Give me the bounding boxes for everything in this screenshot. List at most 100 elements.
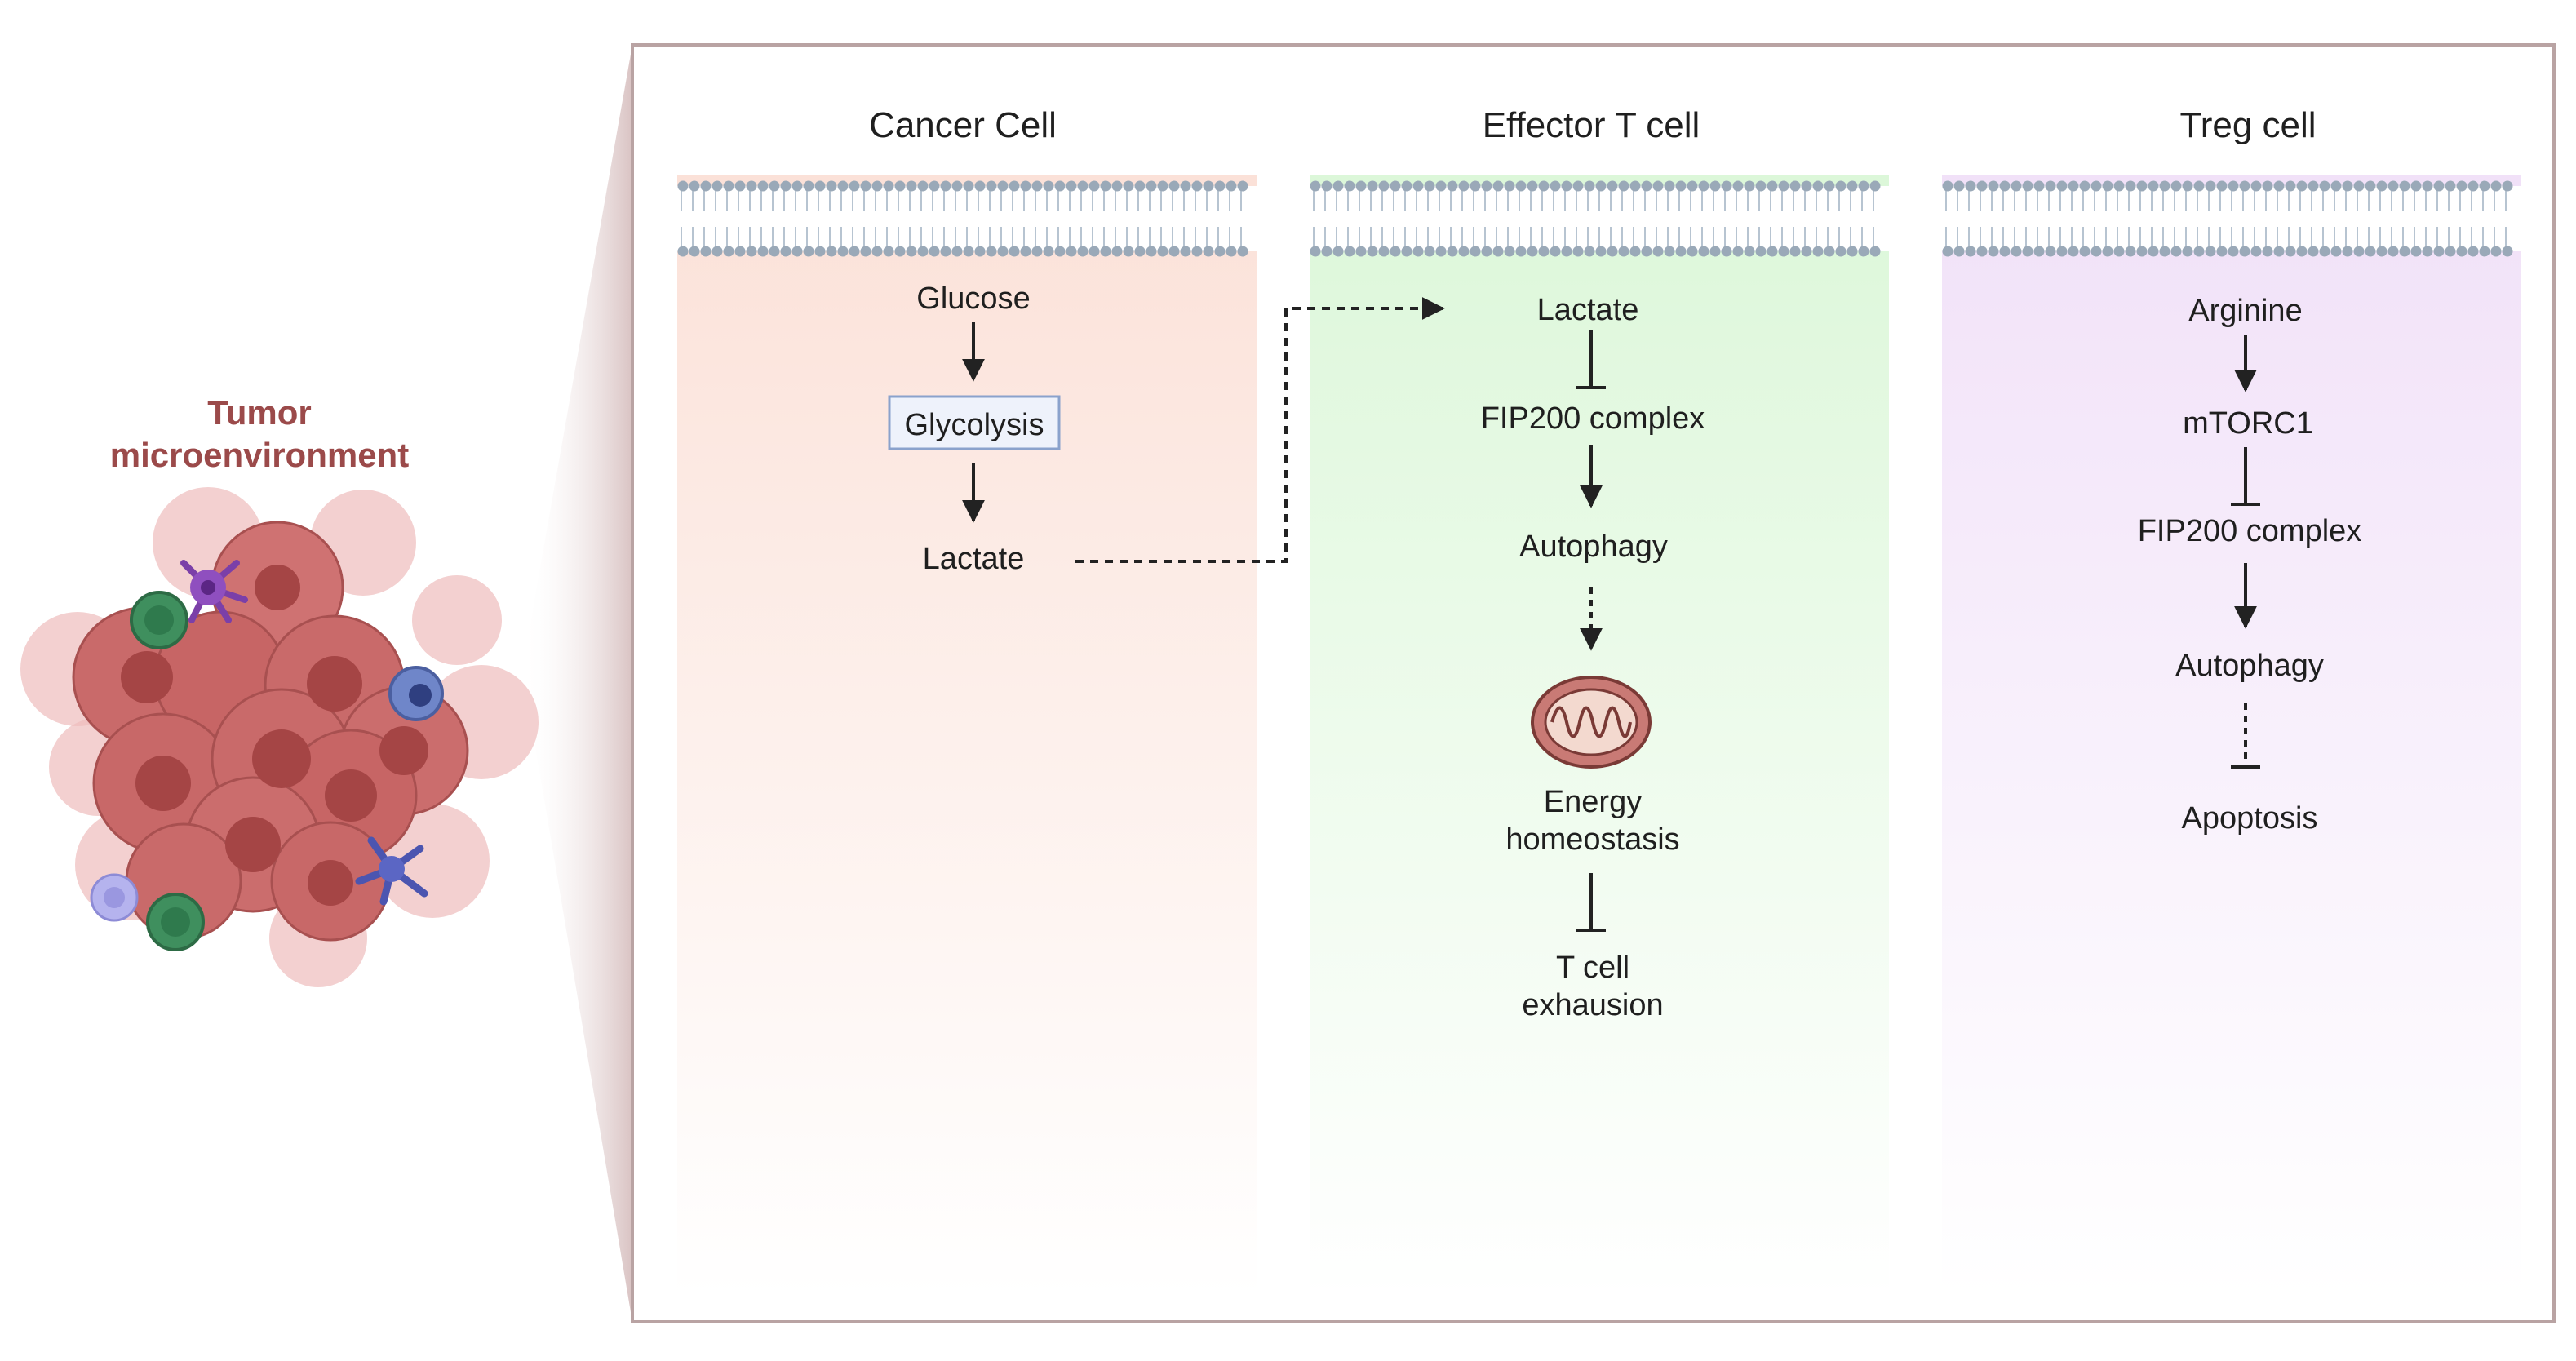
lipid-head — [1999, 180, 2011, 192]
arginine-label: Arginine — [2188, 294, 2302, 328]
lipid-head — [2342, 180, 2353, 192]
lipid-head — [1424, 180, 1435, 192]
lipid-head — [1214, 246, 1226, 257]
lipid-head — [1584, 180, 1595, 192]
lipid-head — [1965, 246, 1976, 257]
lipid-head — [1561, 180, 1572, 192]
lipid-head — [860, 246, 871, 257]
lipid-head — [2056, 246, 2068, 257]
lipid-head — [1801, 246, 1812, 257]
green-immune-cell-nucleus — [144, 605, 174, 635]
membrane-effector — [1310, 180, 1889, 257]
lipid-head — [1031, 246, 1043, 257]
lipid-head — [2410, 180, 2422, 192]
lipid-head — [2467, 246, 2479, 257]
lipid-head — [746, 180, 757, 192]
lipid-head — [1789, 246, 1801, 257]
lipid-head — [2456, 180, 2467, 192]
lipid-head — [894, 180, 906, 192]
lipid-head — [1191, 180, 1203, 192]
lipid-head — [1367, 246, 1378, 257]
lipid-head — [2365, 246, 2376, 257]
lipid-head — [2148, 246, 2159, 257]
lipid-head — [712, 246, 723, 257]
lipid-head — [2342, 246, 2353, 257]
lipid-head — [883, 246, 894, 257]
lipid-head — [1595, 246, 1607, 257]
effector-t-cell-title: Effector T cell — [1483, 105, 1700, 145]
lipid-head — [2285, 180, 2296, 192]
lipid-head — [2045, 246, 2056, 257]
lipid-head — [2467, 180, 2479, 192]
lipid-head — [1237, 246, 1248, 257]
lipid-head — [2193, 180, 2205, 192]
lipid-head — [1492, 180, 1504, 192]
lipid-head — [2068, 246, 2079, 257]
lipid-head — [1066, 180, 1077, 192]
lipid-head — [1203, 246, 1214, 257]
lipid-head — [2239, 180, 2250, 192]
lipid-head — [1538, 246, 1550, 257]
lipid-head — [1527, 246, 1538, 257]
lipid-head — [2022, 180, 2033, 192]
lipid-head — [2296, 180, 2308, 192]
lipid-head — [700, 180, 712, 192]
lipid-head — [1767, 180, 1778, 192]
lipid-head — [1332, 246, 1344, 257]
lipid-head — [2022, 246, 2033, 257]
lipid-head — [1470, 246, 1481, 257]
lipid-head — [1561, 246, 1572, 257]
effector-autophagy-label: Autophagy — [1519, 530, 1668, 564]
lipid-head — [1180, 246, 1191, 257]
lipid-head — [2262, 246, 2273, 257]
lipid-head — [1088, 180, 1100, 192]
lipid-head — [1043, 180, 1054, 192]
lipid-head — [2479, 246, 2490, 257]
lipid-head — [2205, 246, 2216, 257]
tumor-cell-outer — [412, 575, 502, 665]
lipid-head — [1123, 246, 1134, 257]
lipid-head — [1447, 246, 1458, 257]
lipid-head — [2102, 180, 2113, 192]
lipid-head — [1835, 180, 1847, 192]
membrane-cancer — [677, 180, 1257, 257]
tumor-cluster-illustration — [20, 487, 539, 987]
lipid-head — [1698, 180, 1709, 192]
lipid-head — [1020, 246, 1031, 257]
lipid-head — [1134, 180, 1146, 192]
lipid-head — [2490, 180, 2502, 192]
zoom-wedge — [522, 45, 632, 1322]
lipid-head — [1652, 246, 1664, 257]
lipid-head — [917, 246, 929, 257]
lipid-head — [1054, 246, 1066, 257]
lipid-head — [837, 246, 849, 257]
lipid-head — [2102, 246, 2113, 257]
lavender-immune-cell-nucleus — [104, 887, 125, 908]
lipid-head — [1976, 180, 1988, 192]
lipid-head — [1988, 180, 1999, 192]
lipid-head — [2445, 180, 2456, 192]
lipid-head — [2216, 180, 2228, 192]
lipid-head — [1321, 180, 1332, 192]
lipid-head — [2445, 246, 2456, 257]
lipid-head — [2091, 180, 2102, 192]
lipid-head — [1744, 246, 1755, 257]
lipid-head — [2308, 180, 2319, 192]
lipid-head — [826, 180, 837, 192]
lipid-head — [1721, 246, 1732, 257]
lipid-head — [791, 180, 803, 192]
lipid-head — [1111, 246, 1123, 257]
lipid-head — [1009, 246, 1020, 257]
lipid-head — [1237, 180, 1248, 192]
lipid-head — [1424, 246, 1435, 257]
lipid-head — [1629, 180, 1641, 192]
glycolysis-box — [888, 395, 1061, 450]
lipid-head — [780, 246, 791, 257]
lipid-head — [1824, 246, 1835, 257]
membrane-treg — [1942, 180, 2521, 257]
dendritic-cell-icon — [180, 560, 248, 623]
lipid-head — [2433, 180, 2445, 192]
lipid-head — [1953, 180, 1965, 192]
lipid-head — [1515, 246, 1527, 257]
lipid-head — [2011, 180, 2022, 192]
